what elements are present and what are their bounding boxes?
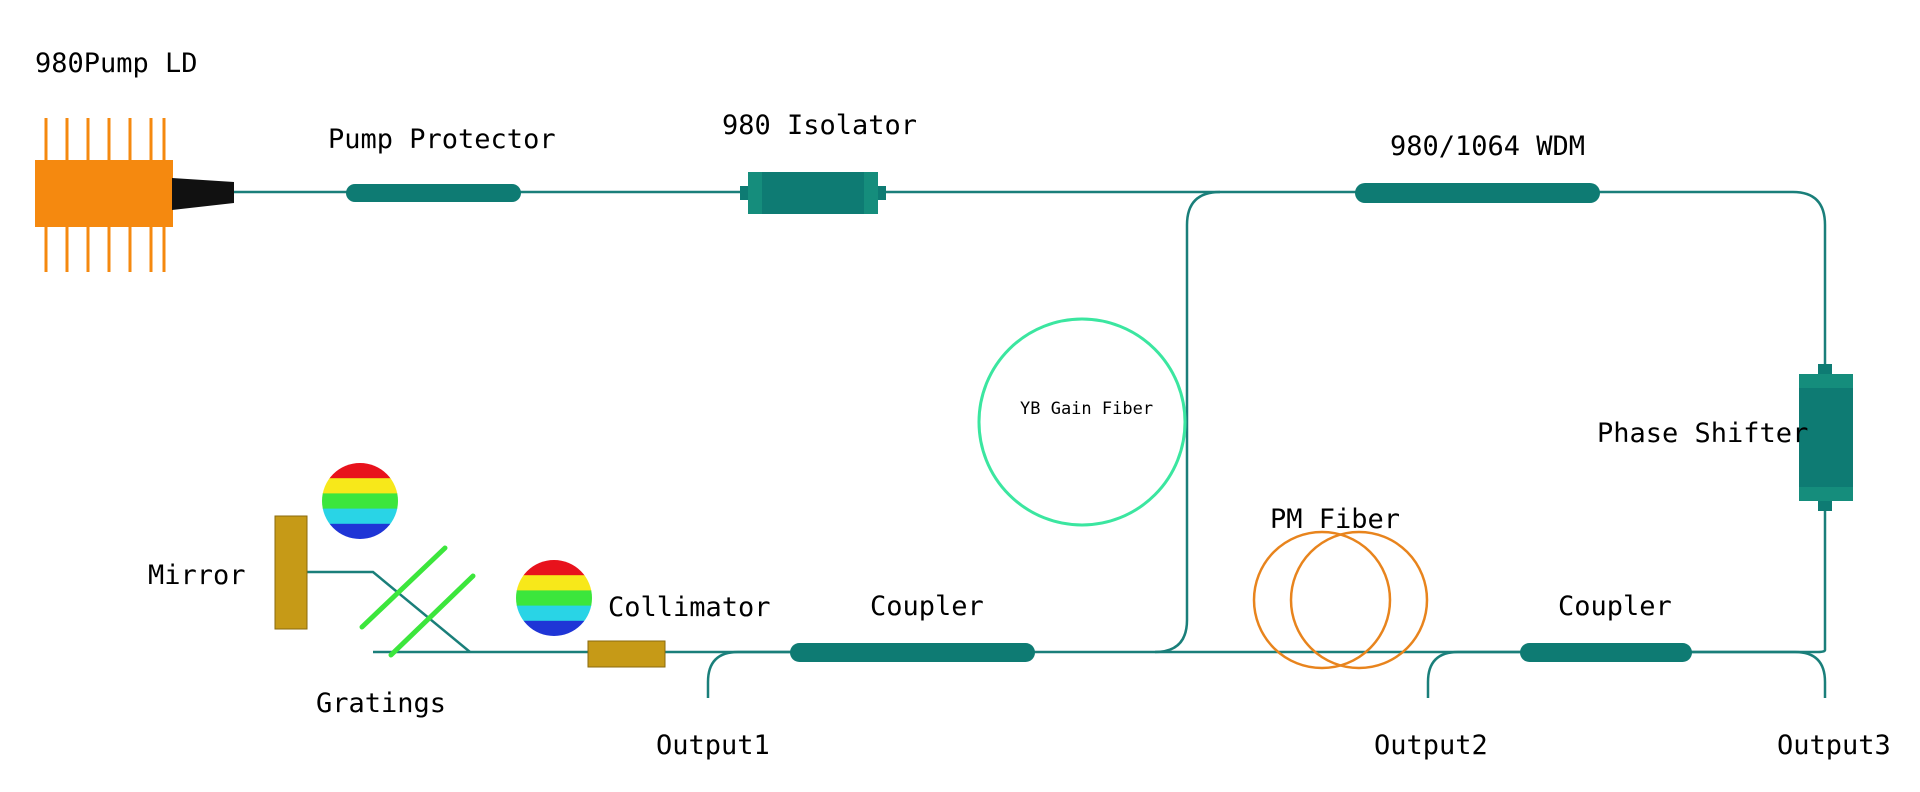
pump-protector	[346, 184, 521, 202]
pump-connector	[172, 178, 234, 210]
label-pump-ld: 980Pump LD	[35, 48, 198, 79]
spectrum-ball-upper	[322, 463, 398, 539]
label-coupler-right: Coupler	[1558, 591, 1672, 622]
pump-ld	[35, 118, 234, 272]
label-phase-shifter: Phase Shifter	[1597, 418, 1808, 449]
label-output3: Output3	[1777, 730, 1891, 761]
spectrum-band	[322, 508, 398, 525]
fiber-gain-branch	[1154, 190, 1221, 654]
spectrum-band	[322, 463, 398, 479]
label-collimator: Collimator	[608, 592, 771, 623]
mirror	[274, 515, 308, 630]
coupler-left	[790, 643, 1035, 662]
gain-fiber-coil	[977, 317, 1187, 527]
label-output2: Output2	[1374, 730, 1488, 761]
label-mirror: Mirror	[148, 560, 246, 591]
isolator	[740, 172, 886, 214]
label-coupler-left: Coupler	[870, 591, 984, 622]
label-output1: Output1	[656, 730, 770, 761]
pump-pins-top	[44, 118, 166, 160]
coupler-right	[1520, 643, 1692, 662]
fiber-free-space-upper	[306, 570, 471, 653]
label-pump-protector: Pump Protector	[328, 124, 556, 155]
label-gain-fiber: YB Gain Fiber	[1020, 399, 1153, 419]
spectrum-ball-lower	[516, 560, 592, 636]
collimator	[587, 640, 666, 668]
spectrum-band	[322, 493, 398, 510]
spectrum-band	[516, 620, 592, 636]
spectrum-band	[516, 590, 592, 607]
pump-body	[35, 160, 173, 227]
phase-shifter	[1799, 364, 1853, 511]
fiber-output1-tail	[706, 650, 820, 698]
spectrum-band	[516, 560, 592, 576]
label-isolator: 980 Isolator	[722, 110, 917, 141]
fiber-output2-tail	[1426, 650, 1522, 698]
fiber-output3-tail	[1690, 650, 1827, 698]
gratings	[359, 545, 476, 658]
spectrum-band	[516, 605, 592, 622]
wdm	[1355, 183, 1600, 203]
spectrum-band	[322, 523, 398, 539]
pm-fiber-coil	[1252, 530, 1429, 670]
label-pm-fiber: PM Fiber	[1270, 504, 1400, 535]
pump-pins-bottom	[44, 225, 166, 272]
label-wdm: 980/1064 WDM	[1390, 131, 1585, 162]
label-gratings: Gratings	[316, 688, 446, 719]
spectrum-band	[322, 478, 398, 494]
spectrum-band	[516, 575, 592, 591]
fiber-lines	[234, 190, 1827, 698]
